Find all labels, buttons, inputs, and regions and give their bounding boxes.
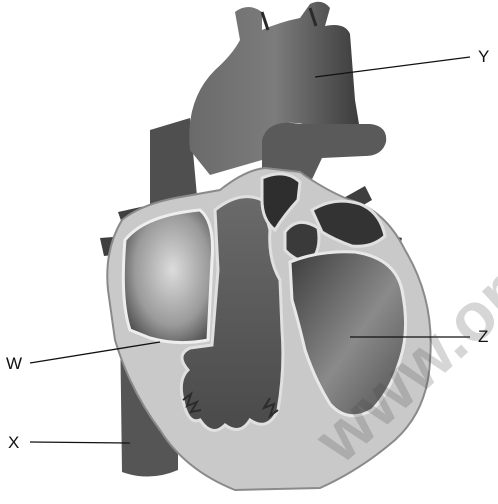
- label-z: Z: [478, 328, 488, 345]
- label-y: Y: [478, 48, 489, 65]
- leader-x: [30, 442, 130, 443]
- label-x: X: [8, 434, 19, 451]
- label-w: W: [6, 355, 22, 372]
- right-atrium: [123, 210, 212, 343]
